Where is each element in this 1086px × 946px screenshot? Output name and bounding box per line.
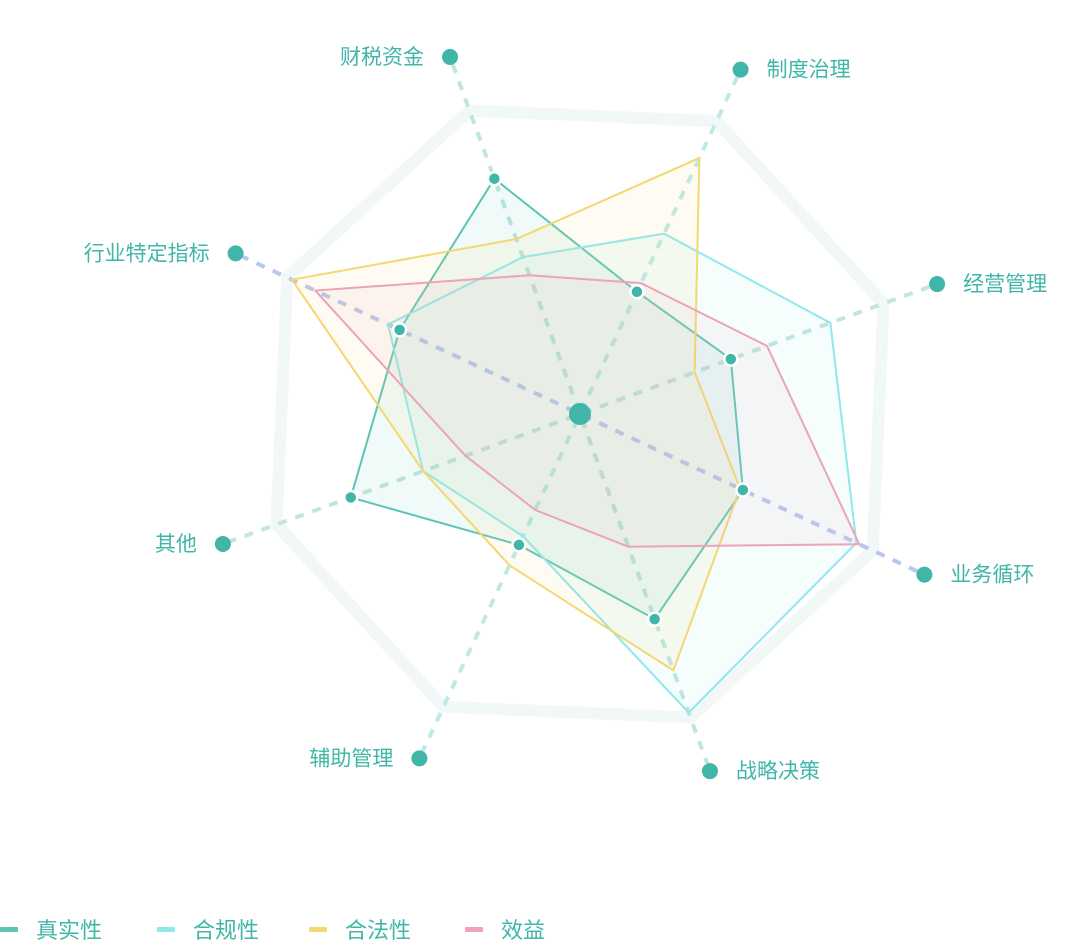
legend-label-1: 真实性 [36, 919, 103, 944]
series-1-point-8 [391, 322, 408, 338]
series-polygon-3 [290, 156, 742, 672]
legend-label-3: 合法性 [345, 919, 412, 944]
axis-label-8: 行业特定指标 [84, 241, 210, 265]
radar-axis-line-4 [242, 254, 918, 574]
axis-label-4: 业务循环 [950, 563, 1034, 587]
series-1-point-6 [511, 537, 527, 553]
series-1-point-4 [735, 482, 751, 498]
axis-marker-5 [701, 763, 718, 780]
axis-marker-2 [732, 61, 749, 78]
legend-item-3[interactable]: 合法性 [309, 912, 411, 946]
radar-grid-ring [270, 104, 890, 724]
legend-swatch-4 [465, 926, 483, 932]
axis-label-2: 制度治理 [767, 58, 851, 82]
series-polygon-2 [386, 232, 858, 715]
series-1-point-1 [486, 170, 503, 187]
radar-center-dot [569, 403, 591, 425]
axis-marker-4 [916, 566, 933, 583]
radar-axis-line-1 [450, 63, 710, 765]
series-1-point-7 [343, 489, 359, 506]
series-1-point-3 [723, 351, 739, 367]
legend-label-4: 效益 [501, 919, 546, 944]
series-1-point-5 [646, 611, 663, 627]
axis-label-3: 经营管理 [963, 272, 1047, 296]
legend-swatch-2 [157, 926, 175, 932]
legend-item-4[interactable]: 效益 [465, 912, 545, 946]
axis-label-7: 其他 [155, 532, 197, 556]
axis-marker-8 [227, 245, 244, 262]
legend-item-1[interactable]: 真实性 [0, 912, 102, 946]
axis-marker-1 [442, 48, 459, 65]
legend-label-2: 合规性 [193, 919, 260, 944]
axis-marker-6 [411, 750, 428, 767]
legend-swatch-3 [309, 926, 327, 932]
axis-marker-3 [929, 276, 946, 293]
legend: 真实性 合规性 合法性 效益 [0, 912, 1086, 946]
radar-axis-line-2 [420, 76, 740, 752]
axis-label-6: 辅助管理 [309, 746, 393, 770]
series-1-point-2 [629, 284, 645, 300]
axis-label-5: 战略决策 [736, 759, 820, 783]
legend-swatch-1 [0, 926, 18, 932]
axis-marker-7 [214, 535, 231, 552]
axis-label-1: 财税资金 [340, 45, 424, 69]
legend-item-2[interactable]: 合规性 [157, 912, 259, 946]
